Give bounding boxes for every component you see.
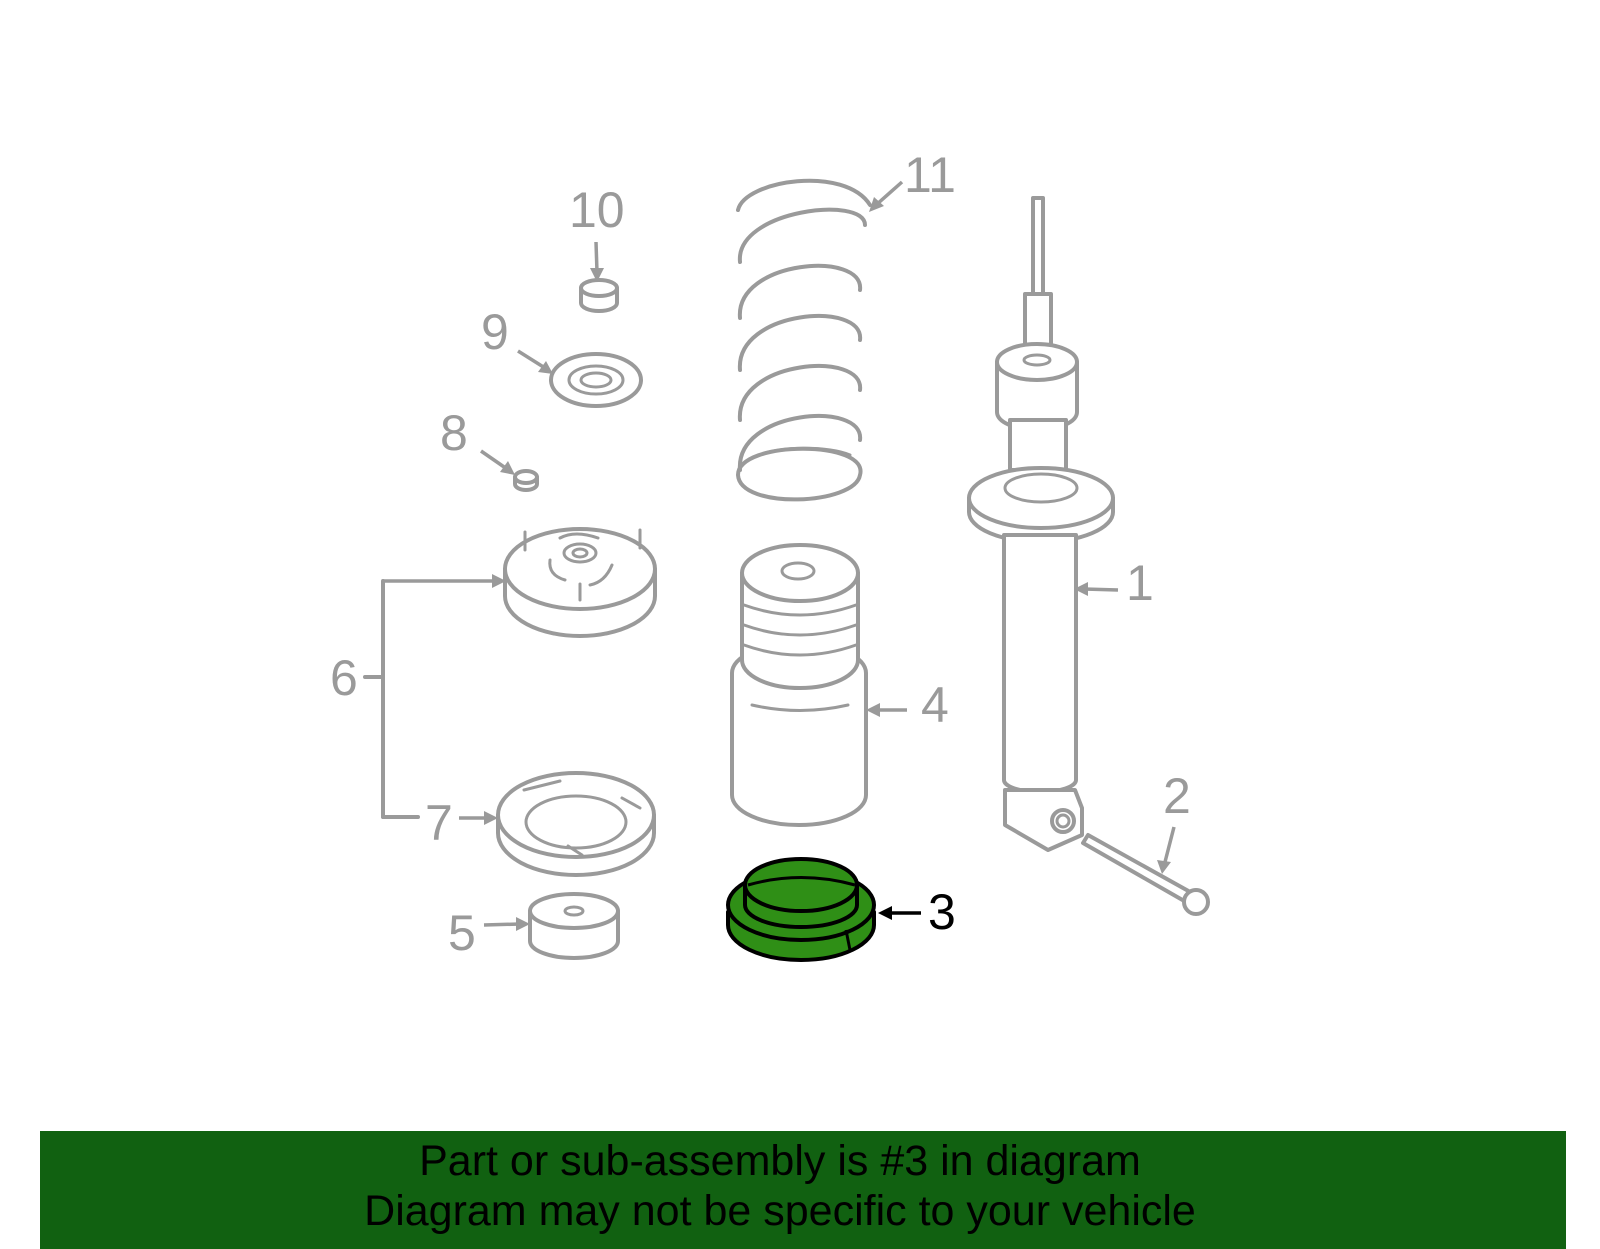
part-1-shock-absorber[interactable] bbox=[967, 196, 1115, 852]
part-6-strut-mount[interactable] bbox=[503, 527, 657, 638]
callout-9: 9 bbox=[481, 304, 553, 374]
callout-7: 7 bbox=[425, 795, 498, 851]
callout-label-5: 5 bbox=[448, 905, 476, 961]
part-9-washer[interactable] bbox=[549, 352, 643, 408]
banner-line-disclaimer: Diagram may not be specific to your vehi… bbox=[364, 1187, 1196, 1235]
part-8-nut[interactable] bbox=[513, 469, 539, 492]
callout-2: 2 bbox=[1157, 768, 1191, 874]
callout-label-1: 1 bbox=[1126, 555, 1154, 611]
callout-label-9: 9 bbox=[481, 304, 509, 360]
callout-8: 8 bbox=[440, 405, 515, 475]
part-2-bolt[interactable] bbox=[1081, 833, 1210, 916]
part-3-spring-insulator-highlighted[interactable] bbox=[726, 857, 876, 962]
part-4-dust-boot[interactable] bbox=[730, 543, 868, 827]
info-banner: Part or sub-assembly is #3 in diagram Di… bbox=[40, 1131, 1566, 1249]
callout-label-3: 3 bbox=[928, 884, 956, 940]
banner-line-part-number: Part or sub-assembly is #3 in diagram bbox=[419, 1137, 1141, 1185]
callout-6-bracket: 6 bbox=[330, 574, 506, 819]
callout-1: 1 bbox=[1074, 555, 1154, 611]
callout-label-7: 7 bbox=[425, 795, 453, 851]
part-10-cap[interactable] bbox=[579, 278, 619, 313]
callout-label-4: 4 bbox=[921, 677, 949, 733]
callout-4: 4 bbox=[866, 677, 949, 733]
part-7-spring-seat[interactable] bbox=[496, 771, 656, 877]
callout-3: 3 bbox=[878, 884, 956, 940]
callout-label-10: 10 bbox=[569, 182, 625, 238]
callout-label-8: 8 bbox=[440, 405, 468, 461]
callout-10: 10 bbox=[569, 182, 625, 282]
callout-11: 11 bbox=[869, 147, 956, 212]
callout-label-2: 2 bbox=[1163, 768, 1191, 824]
callout-5: 5 bbox=[448, 905, 530, 961]
part-11-coil-spring[interactable] bbox=[736, 178, 872, 502]
callout-label-11: 11 bbox=[904, 147, 956, 203]
callout-label-6: 6 bbox=[330, 650, 358, 706]
part-5-pad[interactable] bbox=[528, 892, 620, 960]
